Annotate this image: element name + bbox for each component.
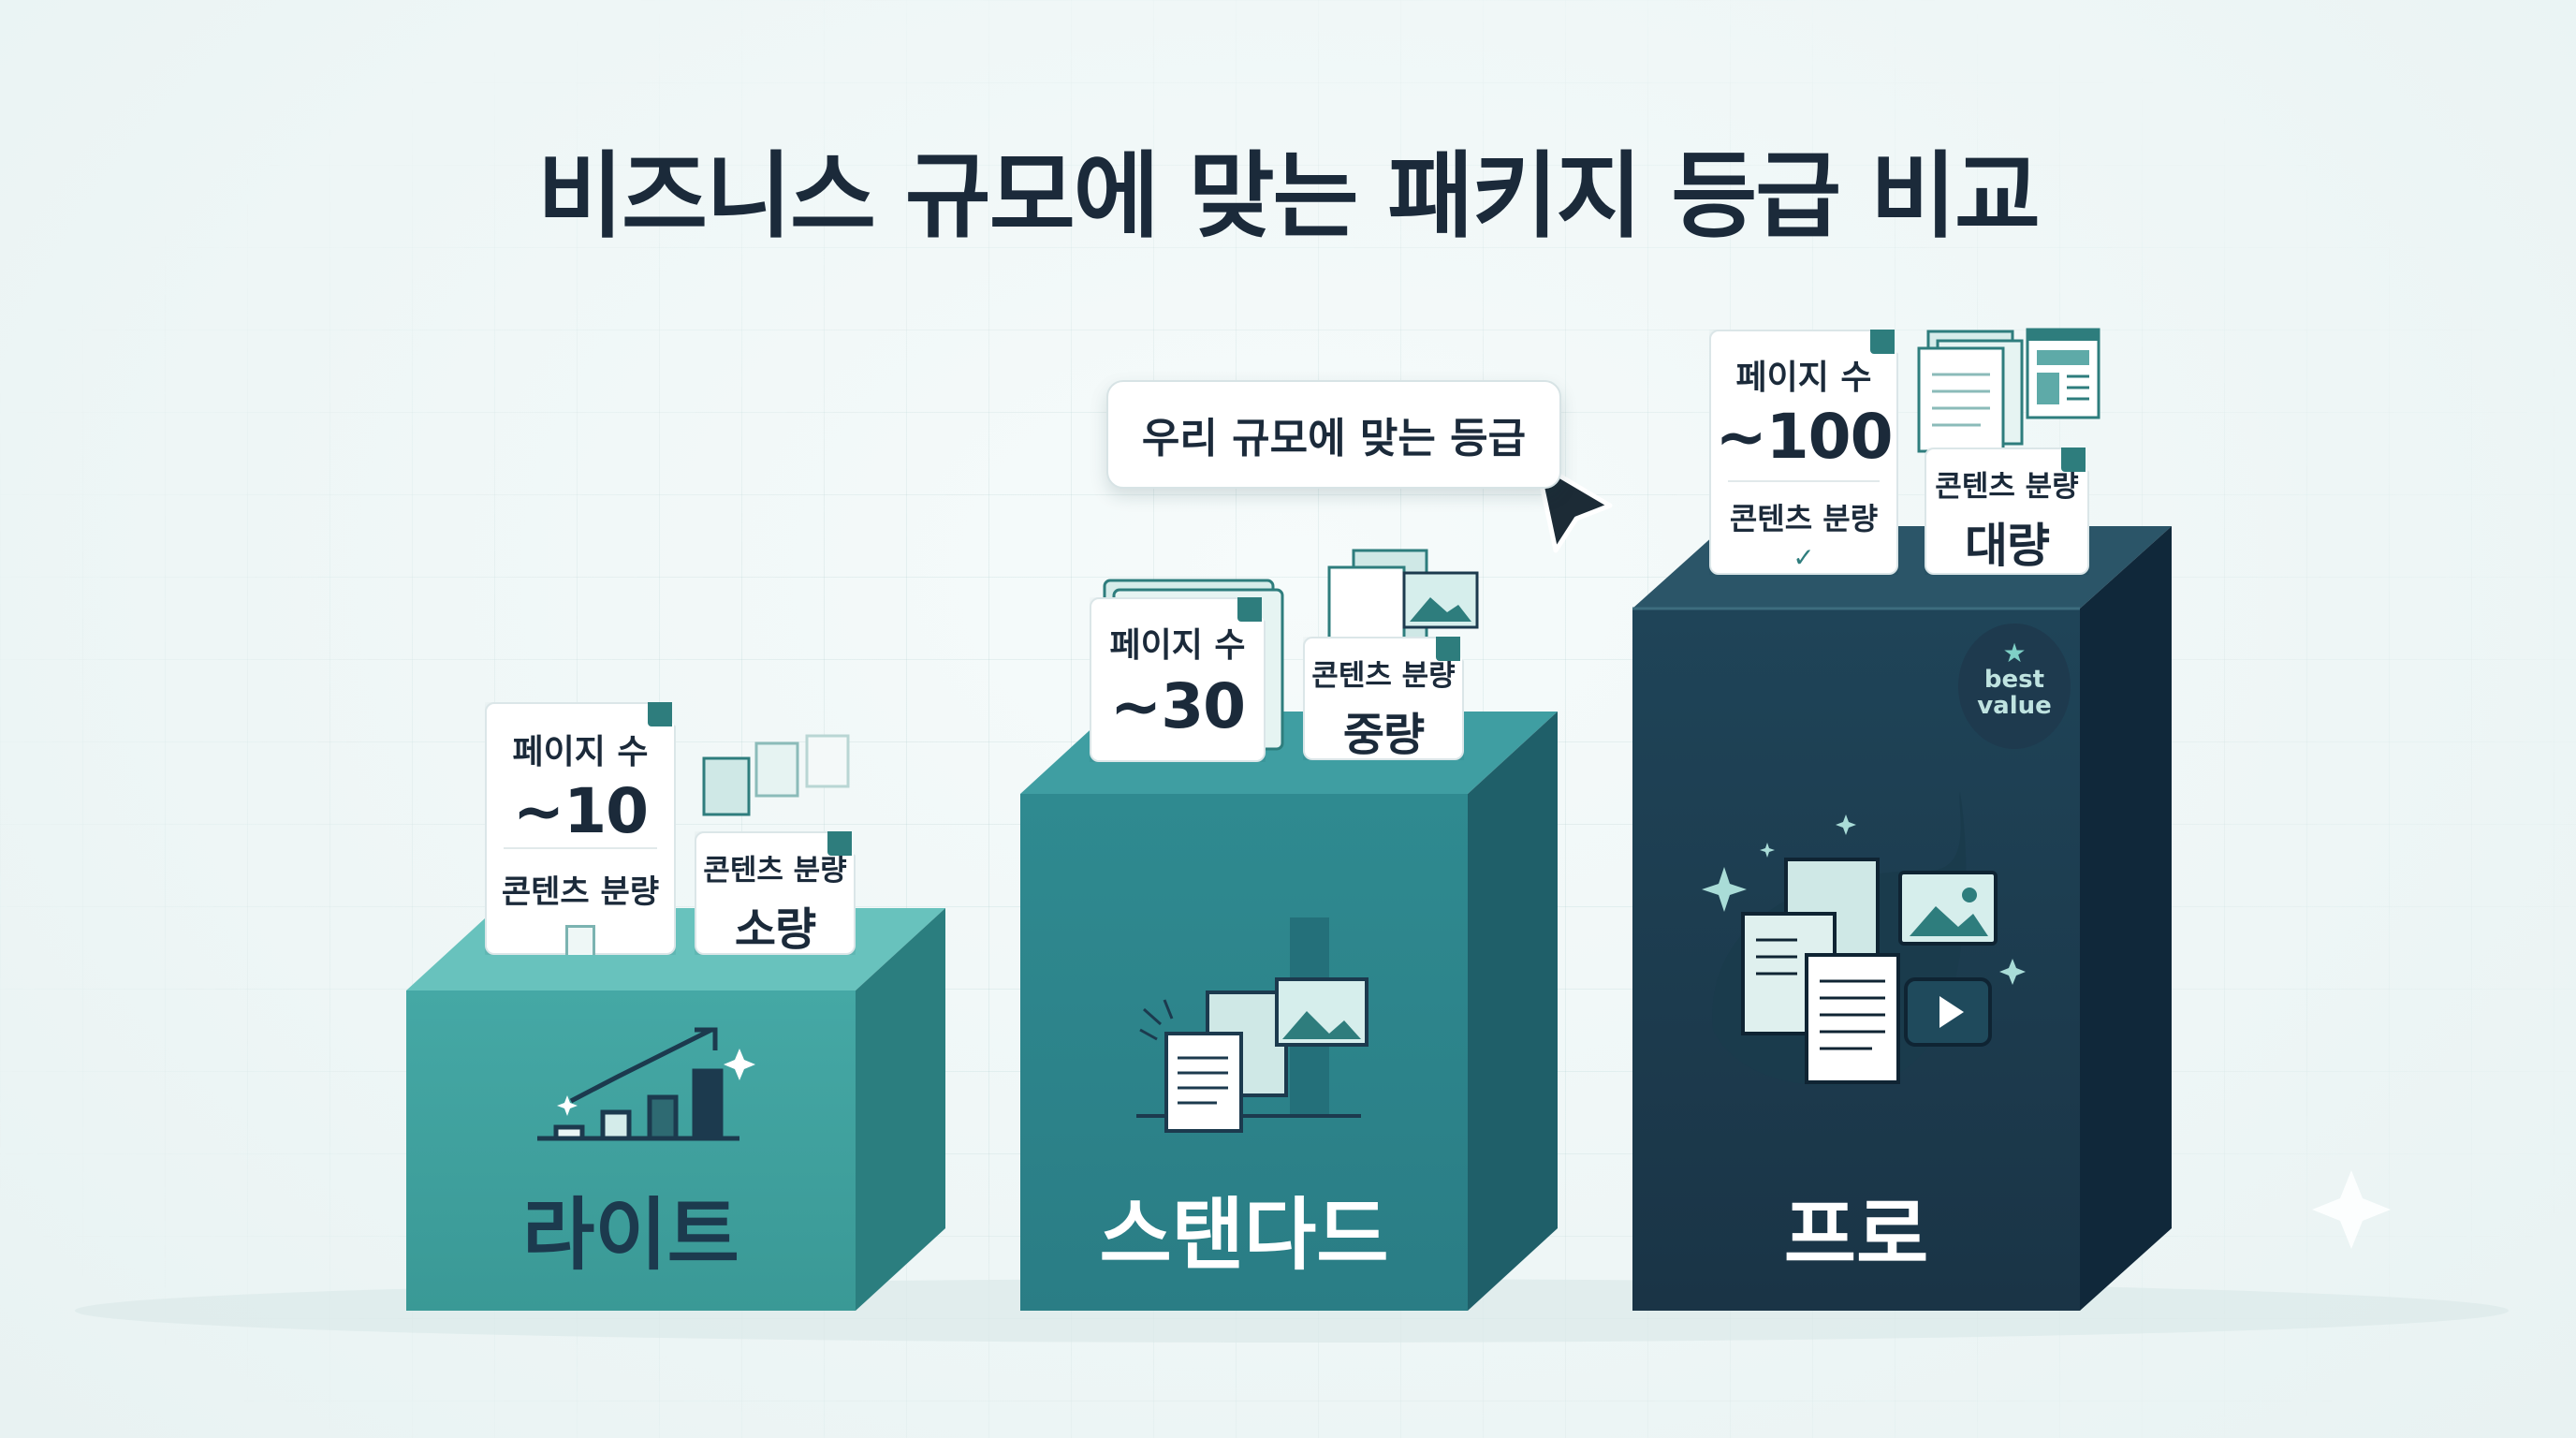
divider — [1728, 480, 1880, 482]
content-label: 콘텐츠 분량 — [1935, 470, 2079, 504]
lite-content-card: 콘텐츠 분량 소량 — [695, 831, 856, 955]
content-value: 중량 — [1342, 709, 1425, 761]
card-fold — [1436, 637, 1460, 661]
growth-chart-icon — [537, 1027, 739, 1141]
standard-block — [1020, 712, 1558, 1311]
content-value: 소량 — [734, 903, 816, 956]
pages-label: 페이지 수 — [1735, 359, 1872, 397]
badge-line1: best — [1983, 666, 2045, 694]
sparkle-icon — [1702, 814, 2026, 985]
best-value-badge: ★ best value — [1958, 624, 2071, 749]
pro-block-side — [2080, 526, 2172, 1311]
content-label: 콘텐츠 분량 — [1311, 659, 1456, 693]
pages-value: ~10 — [512, 775, 649, 847]
document-icon — [565, 925, 595, 961]
tier-name-standard: 스탠다드 — [1099, 1189, 1389, 1281]
content-label: 콘텐츠 분량 — [501, 873, 660, 911]
star-icon: ★ — [2002, 638, 2027, 668]
pro-block — [1632, 526, 2172, 1311]
documents-image-icon — [1136, 977, 1368, 1133]
card-fold — [648, 702, 672, 726]
callout-bubble: 우리 규모에 맞는 등급 — [1106, 380, 1561, 489]
standard-content-card: 콘텐츠 분량 중량 — [1303, 637, 1464, 760]
pro-pages-card: 페이지 수 ~100 콘텐츠 분량 ✓ — [1709, 330, 1898, 575]
card-fold — [827, 831, 852, 856]
card-fold — [1870, 330, 1895, 354]
sparkle-icon — [557, 1049, 755, 1116]
pages-label: 페이지 수 — [512, 733, 649, 771]
lite-block — [406, 908, 945, 1311]
card-fold — [2061, 448, 2086, 472]
tier-name-lite: 라이트 — [522, 1189, 739, 1281]
documents-media-icon — [1712, 792, 1998, 1086]
badge-line2: value — [1977, 692, 2052, 720]
standard-pages-card: 페이지 수 ~30 — [1090, 597, 1266, 762]
standard-block-side — [1468, 712, 1558, 1311]
pages-value: ~100 — [1715, 401, 1893, 473]
pro-documents-icon — [1917, 328, 2100, 453]
content-label: 콘텐츠 분량 — [1729, 501, 1879, 536]
callout-text: 우리 규모에 맞는 등급 — [1141, 415, 1527, 462]
divider — [504, 847, 657, 849]
checkmark-icon: ✓ — [1793, 542, 1815, 573]
content-value: 대량 — [1965, 519, 2049, 573]
lite-block-front — [406, 990, 856, 1311]
tier-name-pro: 프로 — [1783, 1189, 1929, 1281]
lite-pages-card: 페이지 수 ~10 콘텐츠 분량 — [485, 702, 676, 955]
sparkle-icon — [2312, 1170, 2391, 1249]
page-title: 비즈니스 규모에 맞는 패키지 등급 비교 — [536, 141, 2041, 251]
content-label: 콘텐츠 분량 — [703, 854, 847, 888]
small-documents-icon — [702, 734, 850, 816]
card-fold — [1237, 597, 1262, 622]
pages-value: ~30 — [1109, 670, 1246, 742]
lite-block-side — [856, 908, 945, 1311]
pages-label: 페이지 수 — [1109, 626, 1246, 665]
